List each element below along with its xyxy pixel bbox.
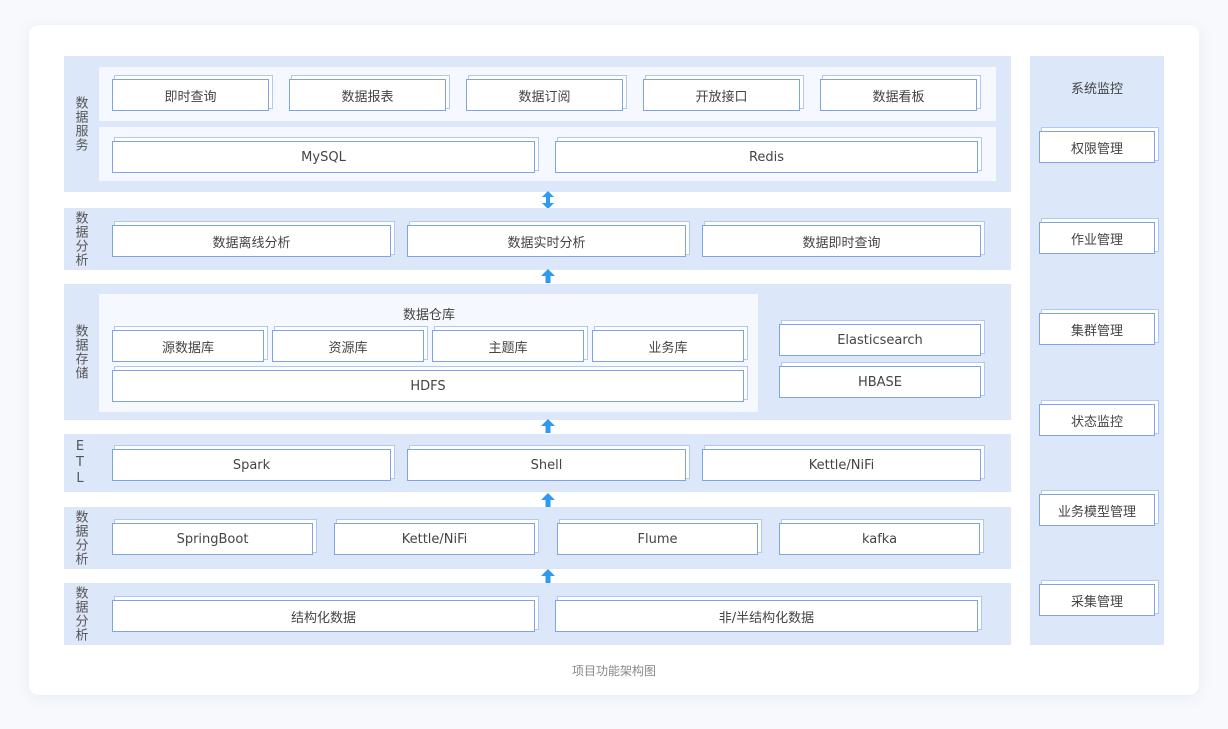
warehouse-item-box: 源数据库 bbox=[112, 330, 264, 362]
layer-data-analysis: 数据分析 数据离线分析 数据实时分析 数据即时查询 bbox=[64, 208, 1011, 270]
storage-side-box: Elasticsearch bbox=[779, 324, 981, 356]
analysis-box: 数据离线分析 bbox=[112, 225, 391, 257]
source-box: 结构化数据 bbox=[112, 600, 535, 632]
warehouse-item-box: 主题库 bbox=[432, 330, 584, 362]
collect-box: Flume bbox=[557, 523, 758, 555]
analysis-box: 数据实时分析 bbox=[407, 225, 686, 257]
service-app-box: 开放接口 bbox=[643, 79, 800, 111]
up-arrow-icon bbox=[541, 493, 555, 507]
layer-data-source: 数据分析 结构化数据 非/半结构化数据 bbox=[64, 583, 1011, 645]
service-app-box: 数据报表 bbox=[289, 79, 446, 111]
collect-box: SpringBoot bbox=[112, 523, 313, 555]
layer-data-collect: 数据分析 SpringBoot Kettle/NiFi Flume kafka bbox=[64, 507, 1011, 569]
up-arrow-icon bbox=[541, 569, 555, 583]
layer-label: 数据分析 bbox=[72, 510, 88, 566]
monitor-title: 系统监控 bbox=[1070, 82, 1123, 97]
layer-label: 数据存储 bbox=[72, 324, 88, 380]
collect-box: Kettle/NiFi bbox=[334, 523, 535, 555]
warehouse-item-box: 业务库 bbox=[592, 330, 744, 362]
service-app-box: 数据看板 bbox=[820, 79, 977, 111]
layer-data-storage: 数据存储 数据仓库 源数据库 资源库 主题库 业务库 HDFS Elastics… bbox=[64, 284, 1011, 420]
layer-label: 数据分析 bbox=[72, 211, 88, 267]
system-monitor-panel: 系统监控 权限管理 作业管理 集群管理 状态监控 业务模型管理 采集管理 bbox=[1030, 56, 1164, 645]
analysis-box: 数据即时查询 bbox=[702, 225, 981, 257]
up-arrow-icon bbox=[541, 419, 555, 433]
layer-label: 数据服务 bbox=[72, 96, 88, 152]
service-store-box: Redis bbox=[555, 141, 978, 173]
monitor-item-box: 作业管理 bbox=[1039, 222, 1155, 254]
double-arrow-icon bbox=[541, 191, 555, 209]
data-warehouse-title: 数据仓库 bbox=[403, 308, 456, 323]
storage-side-box: HBASE bbox=[779, 366, 981, 398]
monitor-item-box: 状态监控 bbox=[1039, 404, 1155, 436]
layer-label: ETL bbox=[72, 439, 88, 487]
service-app-box: 数据订阅 bbox=[466, 79, 623, 111]
service-app-box: 即时查询 bbox=[112, 79, 269, 111]
hdfs-box: HDFS bbox=[112, 370, 744, 402]
etl-box: Kettle/NiFi bbox=[702, 449, 981, 481]
layer-label: 数据分析 bbox=[72, 586, 88, 642]
monitor-item-box: 采集管理 bbox=[1039, 584, 1155, 616]
monitor-item-box: 业务模型管理 bbox=[1039, 494, 1155, 526]
monitor-item-box: 权限管理 bbox=[1039, 131, 1155, 163]
diagram-caption: 项目功能架构图 bbox=[571, 664, 656, 678]
etl-box: Spark bbox=[112, 449, 391, 481]
etl-box: Shell bbox=[407, 449, 686, 481]
layer-etl: ETL Spark Shell Kettle/NiFi bbox=[64, 434, 1011, 492]
warehouse-item-box: 资源库 bbox=[272, 330, 424, 362]
layer-data-service: 数据服务 即时查询 数据报表 数据订阅 开放接口 数据看板 MySQL Redi… bbox=[64, 56, 1011, 192]
up-arrow-icon bbox=[541, 269, 555, 283]
collect-box: kafka bbox=[779, 523, 980, 555]
source-box: 非/半结构化数据 bbox=[555, 600, 978, 632]
service-store-box: MySQL bbox=[112, 141, 535, 173]
monitor-item-box: 集群管理 bbox=[1039, 313, 1155, 345]
